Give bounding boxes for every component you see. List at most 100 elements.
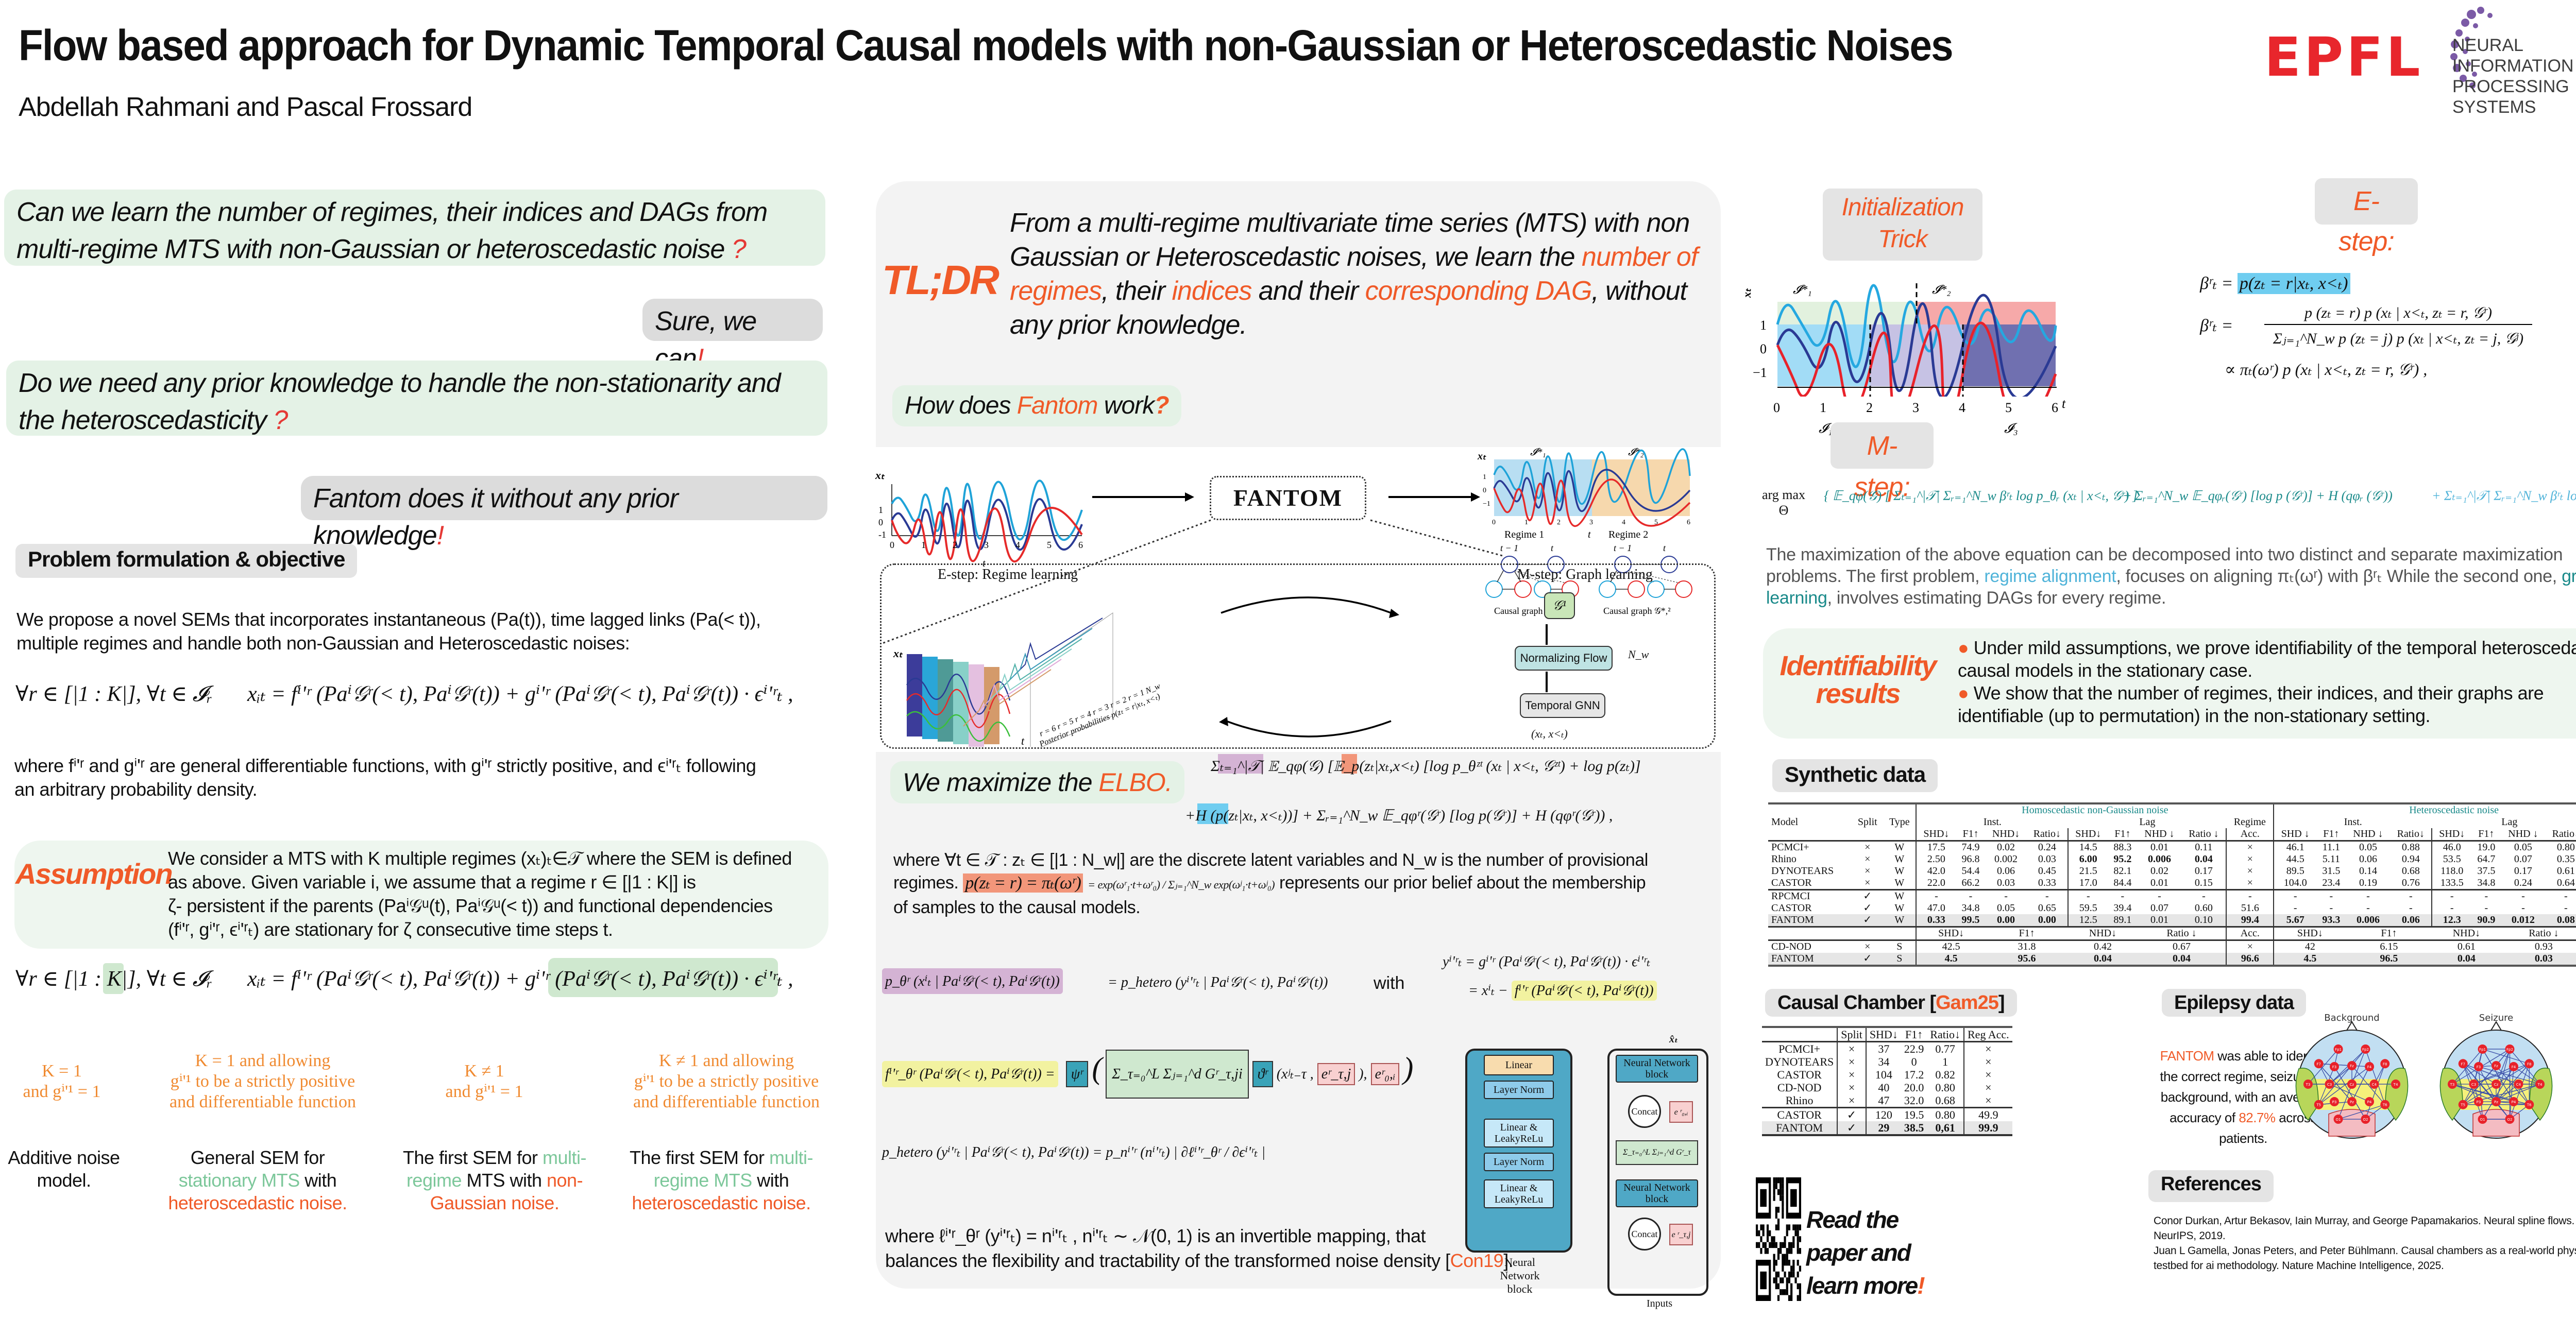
identifiability-bullets: ● Under mild assumptions, we prove ident… xyxy=(1958,637,2576,727)
graph-time-label: t xyxy=(1663,543,1666,553)
estep-label: E-step: Regime learning xyxy=(938,567,1078,583)
table-cell: 12.3 xyxy=(2431,914,2472,927)
elbo-heading-post: . xyxy=(1165,768,1173,797)
nn-inputs-label: Inputs xyxy=(1647,1298,1672,1309)
table-cell: FANTOM xyxy=(1768,953,1852,966)
table-cell: 42.5 xyxy=(1916,939,1986,953)
table-cell: 37.5 xyxy=(2477,865,2496,877)
neurips-line-1: NEURAL INFORMATION xyxy=(2452,36,2574,76)
zoom-connector-lines xyxy=(880,519,1505,645)
table-cell: 0.04 xyxy=(2432,953,2501,966)
table-cell: 59.5 xyxy=(2067,902,2108,914)
eeg-electrode-label: O1 xyxy=(2336,1118,2341,1122)
eeg-edge xyxy=(2513,1066,2540,1085)
eeg-edge xyxy=(2496,1065,2530,1105)
table-cell: 19.5 xyxy=(1901,1107,1927,1121)
mstep-explanation: The maximization of the above equation c… xyxy=(1766,544,2576,609)
eeg-electrode xyxy=(2473,1097,2483,1107)
mstep-heading: M-step: xyxy=(1831,422,1934,502)
column-header: Ratio↓ xyxy=(2033,828,2061,840)
table-cell: - xyxy=(2521,902,2525,914)
table-cell: PCMCI+ xyxy=(1762,1041,1838,1055)
epilepsy-text-post: across patients. xyxy=(2219,1110,2317,1146)
table-cell: W xyxy=(1894,853,1905,865)
table-cell: 0.33 xyxy=(1916,914,1956,927)
chamber-heading: Causal Chamber [Gam25] xyxy=(1765,989,2017,1017)
eeg-electrode xyxy=(2365,1097,2375,1107)
mstep-arrow xyxy=(1546,672,1548,692)
table-cell: 0.04 xyxy=(2137,953,2227,966)
eeg-electrode-label: P3 xyxy=(2477,1100,2481,1104)
eeg-electrode xyxy=(2509,1097,2519,1107)
table-cell: 133.5 xyxy=(2431,877,2472,890)
input-series-3 xyxy=(891,507,1083,562)
eeg-electrode xyxy=(2365,1061,2375,1071)
table-cell: 0.33 xyxy=(2038,877,2056,888)
final-where-text: where ℓⁱ'ʳ_θʳ (yⁱ'ʳₜ) = nⁱ'ʳₜ , nⁱ'ʳₜ ∼ … xyxy=(885,1224,1606,1273)
nn-pipeline-diagram xyxy=(1607,1049,1708,1296)
table-cell: 0.61 xyxy=(2556,865,2575,877)
table-cell: 0.82 xyxy=(1935,1068,1955,1081)
text-segment: The first SEM for xyxy=(629,1147,770,1168)
axis-tick-label: 1 xyxy=(1524,519,1528,526)
case-4-description: The first SEM for multi-regime MTS with … xyxy=(618,1146,824,1214)
table-cell: 46.1 xyxy=(2273,840,2317,853)
eeg-electrode xyxy=(2380,1059,2390,1069)
column-header: F1↑ xyxy=(2478,828,2495,840)
estep-equation-2-numerator: p (zₜ = r) p (xₜ | x<ₜ, zₜ = r, 𝒢ʳ) xyxy=(2264,304,2532,325)
output-regime-label: 𝓘*₂ xyxy=(1628,447,1644,458)
epilepsy-model-name: FANTOM xyxy=(2160,1048,2214,1064)
table-cell: 6.15 xyxy=(2346,939,2432,953)
table-cell: × xyxy=(1865,853,1871,865)
eeg-electrode xyxy=(2524,1059,2534,1069)
table-cell: 0,61 xyxy=(1927,1121,1964,1135)
table-cell: 66.2 xyxy=(1961,877,1980,888)
citation-link-gam25[interactable]: Gam25 xyxy=(1936,992,1999,1014)
column-header: Split xyxy=(1837,1026,1866,1042)
eeg-electrode-label: F4 xyxy=(2367,1065,2372,1069)
identifiability-bullet: ● We show that the number of regimes, th… xyxy=(1958,682,2544,726)
table-cell: × xyxy=(1963,1094,2012,1108)
table-cell: Rhino xyxy=(1771,853,1797,865)
column-header: NHD ↓ xyxy=(2508,828,2538,840)
axis-tick-label: 3 xyxy=(984,540,989,550)
axis-tick-label: 6 xyxy=(1078,540,1083,550)
text-segment: non-Gaussian noise. xyxy=(430,1170,583,1213)
table-cell: 118.0 xyxy=(2431,865,2472,877)
table-cell: - xyxy=(2026,889,2069,902)
arrow-right-icon xyxy=(1388,492,1480,502)
reference-entry: Conor Durkan, Artur Bekasov, Iain Murray… xyxy=(2154,1215,2576,1242)
table-cell: ✓ xyxy=(1852,953,1884,966)
qr-code-icon[interactable] xyxy=(1756,1177,1801,1301)
table-cell: - xyxy=(2108,889,2138,902)
text-segment: heteroscedastic noise. xyxy=(632,1192,811,1213)
nn-block-caption: Neural Network block xyxy=(1500,1256,1540,1295)
table-cell: 5.67 xyxy=(2273,914,2317,927)
axis-tick-label: 3 xyxy=(1912,400,1919,415)
table-row: CD-NOD×S42.531.80.420.67×426.150.610.93× xyxy=(1768,939,2576,953)
table-cell: - xyxy=(2390,889,2432,902)
column-header: SHD↓ xyxy=(2431,828,2472,841)
text-segment: MTS with xyxy=(461,1170,547,1191)
assumption-text: We consider a MTS with K multiple regime… xyxy=(168,847,827,941)
case-1-condition: K = 1 and gⁱ'¹ = 1 xyxy=(10,1061,113,1102)
table-cell: - xyxy=(1985,889,2027,902)
citation-link-con19[interactable]: Con19 xyxy=(1450,1250,1504,1271)
eeg-electrode-label: T3 xyxy=(2450,1083,2455,1087)
eeg-electrode-label: O1 xyxy=(2480,1118,2485,1122)
column-header: Ratio ↓ xyxy=(2189,828,2219,840)
eeg-edge xyxy=(2478,1066,2483,1120)
eeg-edge xyxy=(2496,1063,2530,1102)
column-header: Ratio ↓ xyxy=(2137,926,2227,940)
text-segment: heteroscedastic noise. xyxy=(168,1192,347,1213)
beta-label: βʳₜ = xyxy=(2200,274,2233,293)
psi-block: ψʳ xyxy=(1065,1061,1089,1087)
sem-equation-quantifier-2: ∀r ∈ [|1 : K|], ∀t ∈ 𝓘ᵣ xyxy=(15,967,213,991)
eeg-electrode xyxy=(2347,1061,2357,1071)
table-cell: FANTOM xyxy=(1768,914,1852,927)
nn-layer-norm: Layer Norm xyxy=(1484,1153,1554,1171)
eeg-electrode-label: T4 xyxy=(2537,1083,2543,1087)
table-cell: 0.08 xyxy=(2545,914,2576,927)
